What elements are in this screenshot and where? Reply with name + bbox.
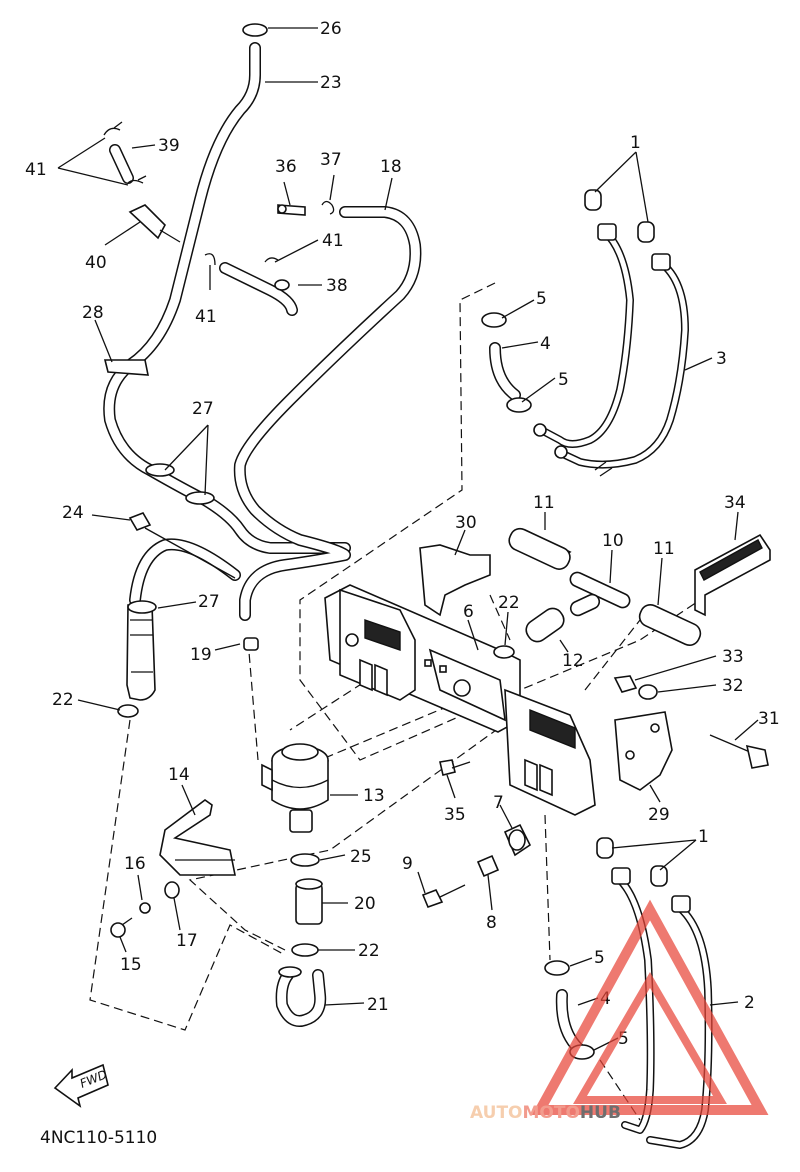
hose-20 <box>295 878 323 925</box>
callout-7: 7 <box>493 793 504 813</box>
hose-21 <box>275 969 327 1027</box>
hose-39 <box>109 144 134 184</box>
callout-29: 29 <box>648 805 670 825</box>
callout-22: 22 <box>498 593 520 613</box>
callout-4: 4 <box>540 334 551 354</box>
callout-41: 41 <box>25 160 47 180</box>
pipe-11-left <box>508 527 572 570</box>
callout-27: 27 <box>192 399 214 419</box>
callout-33: 33 <box>722 647 744 667</box>
callout-11: 11 <box>533 493 555 513</box>
callout-17: 17 <box>176 931 198 951</box>
hose-segment-lower <box>126 604 156 701</box>
callout-19: 19 <box>190 645 212 665</box>
callout-10: 10 <box>602 531 624 551</box>
pipe-12 <box>525 607 565 643</box>
callout-38: 38 <box>326 276 348 296</box>
callout-9: 9 <box>402 854 413 874</box>
callout-labels: 26 23 39 41 40 36 37 18 41 38 41 28 1 5 … <box>25 19 780 1049</box>
callout-32: 32 <box>722 676 744 696</box>
svg-text:AUTOMOTOHUB: AUTOMOTOHUB <box>470 1103 621 1123</box>
hose-38 <box>219 262 298 316</box>
air-filter-13 <box>261 743 329 833</box>
small-parts <box>103 23 769 1060</box>
watermark-triangle-icon <box>531 899 769 1115</box>
callout-23: 23 <box>320 73 342 93</box>
watermark-moto: MOTO <box>523 1103 580 1123</box>
callout-16: 16 <box>124 854 146 874</box>
callout-15: 15 <box>120 955 142 975</box>
callout-5: 5 <box>594 948 605 968</box>
callout-5: 5 <box>536 289 547 309</box>
bracket-14 <box>159 799 236 876</box>
callout-31: 31 <box>758 709 780 729</box>
callout-3: 3 <box>716 349 727 369</box>
callout-37: 37 <box>320 150 342 170</box>
hose-4-upper <box>489 342 521 401</box>
bracket-29 <box>614 711 673 791</box>
pipe-3 <box>533 223 689 477</box>
callout-26: 26 <box>320 19 342 39</box>
callout-5: 5 <box>618 1029 629 1049</box>
air-cut-valve-upper <box>339 588 416 701</box>
callout-13: 13 <box>363 786 385 806</box>
callout-28: 28 <box>82 303 104 323</box>
callout-5: 5 <box>558 370 569 390</box>
callout-8: 8 <box>486 913 497 933</box>
bracket-34 <box>694 533 771 617</box>
callout-1: 1 <box>698 827 709 847</box>
watermark-hub: HUB <box>580 1103 621 1123</box>
callout-36: 36 <box>275 157 297 177</box>
hose-18 <box>233 206 422 621</box>
callout-39: 39 <box>158 136 180 156</box>
callout-27: 27 <box>198 592 220 612</box>
callout-12: 12 <box>562 651 584 671</box>
watermark: AUTOMOTOHUB <box>470 899 769 1123</box>
callout-21: 21 <box>367 995 389 1015</box>
fwd-arrow-icon: FWD <box>53 1063 109 1108</box>
hose-23 <box>103 42 351 554</box>
callout-41: 41 <box>195 307 217 327</box>
callout-1: 1 <box>630 133 641 153</box>
callout-25: 25 <box>350 847 372 867</box>
watermark-auto: AUTO <box>470 1103 523 1123</box>
callout-40: 40 <box>85 253 107 273</box>
callout-20: 20 <box>354 894 376 914</box>
callout-34: 34 <box>724 493 746 513</box>
callout-2: 2 <box>744 993 755 1013</box>
callout-22: 22 <box>52 690 74 710</box>
callout-22: 22 <box>358 941 380 961</box>
callout-6: 6 <box>463 602 474 622</box>
part-code: 4NC110-5110 <box>40 1128 157 1148</box>
callout-35: 35 <box>444 805 466 825</box>
pipe-11-right <box>638 603 702 647</box>
bracket-30 <box>419 544 491 617</box>
callout-30: 30 <box>455 513 477 533</box>
callout-24: 24 <box>62 503 84 523</box>
callout-18: 18 <box>380 157 402 177</box>
callout-41: 41 <box>322 231 344 251</box>
callout-11: 11 <box>653 539 675 559</box>
leader-lines <box>57 27 759 1051</box>
air-cut-valve-lower <box>504 688 596 816</box>
hose-lower-left <box>129 538 241 606</box>
pipe-10 <box>569 571 631 617</box>
callout-14: 14 <box>168 765 190 785</box>
